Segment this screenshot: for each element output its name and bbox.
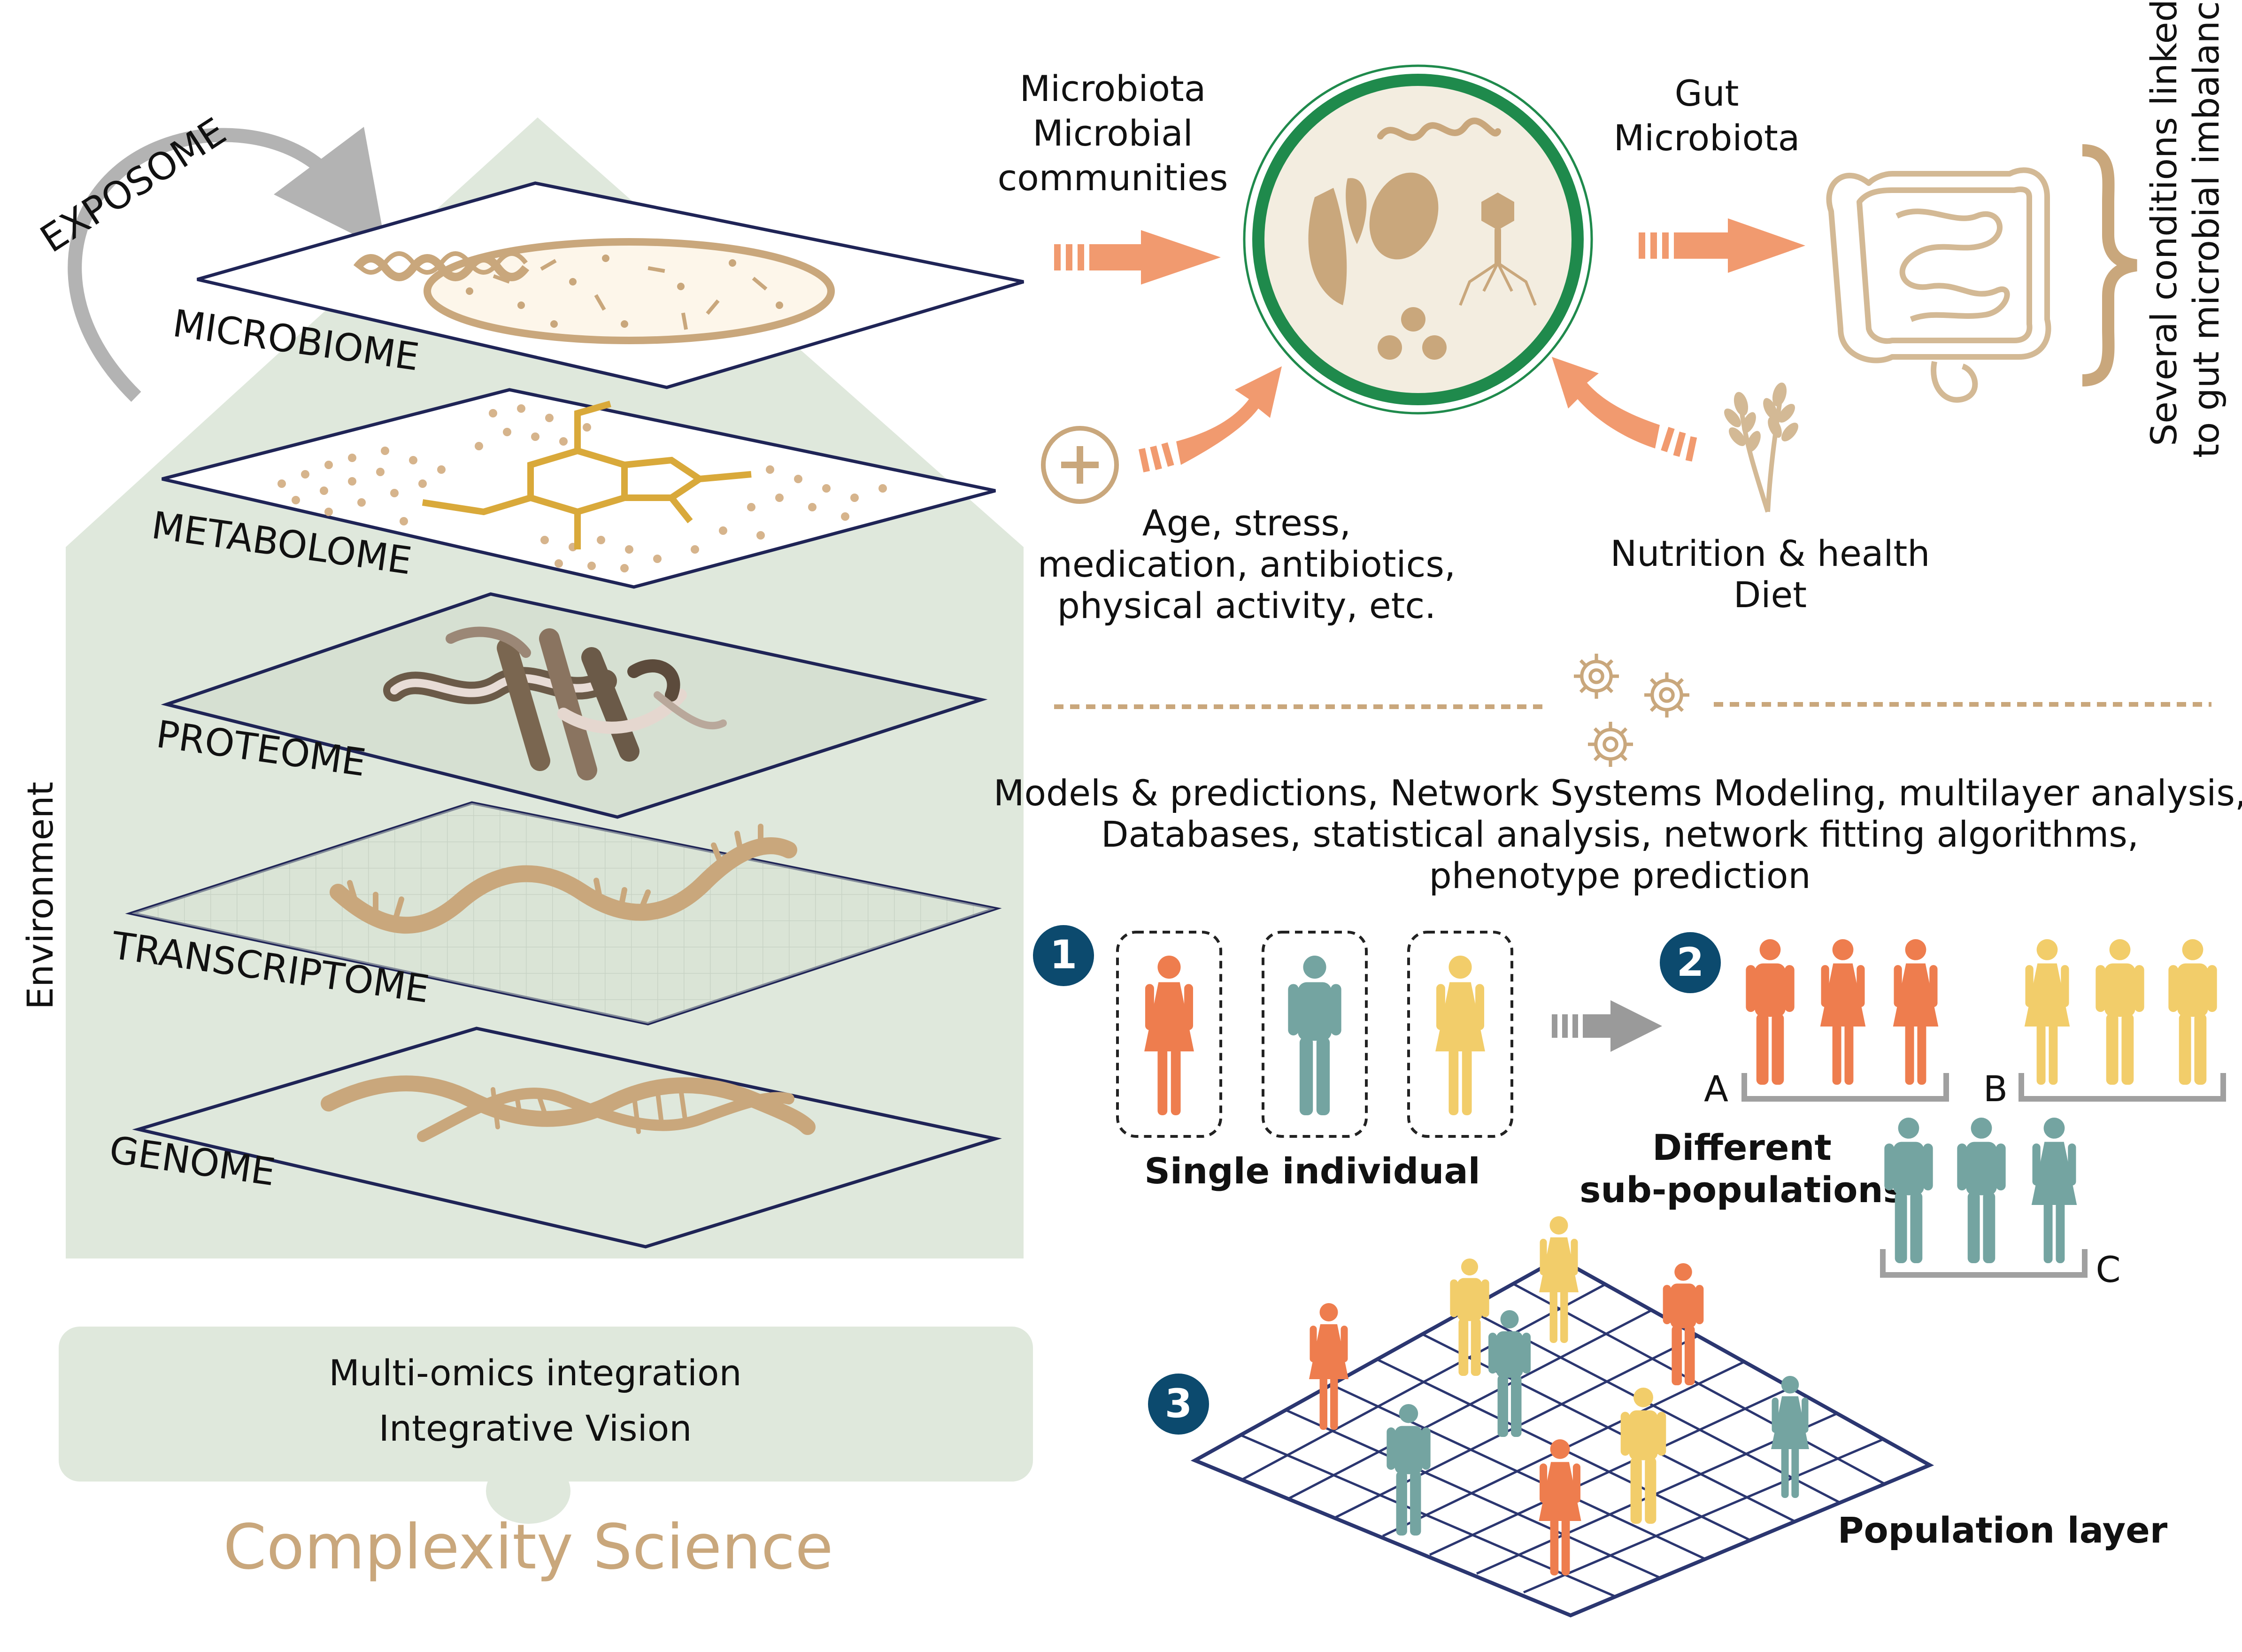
step-2-badge: 2 bbox=[1660, 932, 1721, 993]
microbiota-line2: Microbial bbox=[1032, 112, 1193, 154]
subpopulation-a bbox=[1741, 939, 1949, 1102]
step-1-number: 1 bbox=[1050, 932, 1077, 978]
nutrition-line2: Diet bbox=[1734, 574, 1807, 616]
genome-layer bbox=[132, 1027, 1002, 1249]
microbiota-line3: communities bbox=[997, 157, 1228, 199]
woman-icon-orange bbox=[1144, 956, 1194, 1115]
group-c-label: C bbox=[2096, 1249, 2120, 1290]
factors-line3: physical activity, etc. bbox=[1057, 585, 1436, 626]
gears-icon bbox=[1574, 654, 1689, 767]
models-line3: phenotype prediction bbox=[1429, 855, 1811, 896]
subpopulation-c bbox=[1880, 1118, 2088, 1278]
proteome-layer bbox=[161, 592, 988, 819]
integration-line1: Multi-omics integration bbox=[329, 1352, 741, 1394]
exposome-label: EXPOSOME bbox=[33, 109, 234, 261]
arrow-factors-to-petri bbox=[1138, 366, 1282, 472]
integration-box bbox=[59, 1327, 1033, 1524]
gut-line2: Microbiota bbox=[1614, 117, 1800, 159]
conditions-line1: Several conditions linked bbox=[2143, 0, 2185, 446]
arrow-nutrition-to-petri bbox=[1552, 357, 1697, 462]
conditions-line2: to gut microbial imbalance bbox=[2185, 0, 2227, 458]
population-layer-label: Population layer bbox=[1838, 1509, 2168, 1551]
petri-dish bbox=[1243, 64, 1593, 415]
metabolome-layer bbox=[162, 388, 996, 589]
nutrition-line1: Nutrition & health bbox=[1610, 533, 1930, 574]
gut-line1: Gut bbox=[1675, 72, 1739, 114]
step-3-badge: 3 bbox=[1148, 1374, 1209, 1435]
factors-line2: medication, antibiotics, bbox=[1038, 543, 1456, 585]
complexity-science-label: Complexity Science bbox=[223, 1511, 833, 1583]
different-line2: sub-populations bbox=[1579, 1169, 1904, 1211]
microbiome-layer bbox=[197, 181, 1024, 389]
step-2-number: 2 bbox=[1677, 939, 1704, 985]
intestine-icon bbox=[1826, 167, 2051, 403]
exposome-arrow bbox=[68, 126, 387, 402]
group-b-label: B bbox=[1983, 1068, 2008, 1110]
step-1-badge: 1 bbox=[1033, 925, 1094, 986]
man-icon-teal bbox=[1288, 956, 1341, 1115]
environment-label: Environment bbox=[19, 782, 61, 1010]
integration-line2: Integrative Vision bbox=[379, 1407, 692, 1449]
single-individual-group bbox=[1116, 931, 1513, 1138]
transcriptome-layer bbox=[125, 801, 1002, 1026]
microbiota-line1: Microbiota bbox=[1020, 68, 1206, 109]
arrow-to-petri bbox=[1054, 230, 1221, 285]
woman-icon-yellow bbox=[1435, 956, 1485, 1115]
wheat-icon bbox=[1724, 382, 1798, 513]
models-line2: Databases, statistical analysis, network… bbox=[1101, 813, 2139, 855]
models-line1: Models & predictions, Network Systems Mo… bbox=[994, 772, 2242, 814]
plus-icon bbox=[1041, 426, 1119, 504]
step-3-number: 3 bbox=[1165, 1381, 1192, 1427]
group-a-label: A bbox=[1704, 1068, 1728, 1110]
arrow-to-subpopulations bbox=[1552, 1000, 1662, 1052]
factors-line1: Age, stress, bbox=[1142, 502, 1351, 544]
single-individual-label: Single individual bbox=[1144, 1150, 1480, 1192]
arrow-to-intestine bbox=[1639, 218, 1805, 273]
subpopulation-b bbox=[2019, 939, 2226, 1102]
conditions-brace bbox=[2082, 144, 2138, 386]
different-line1: Different bbox=[1652, 1127, 1832, 1168]
